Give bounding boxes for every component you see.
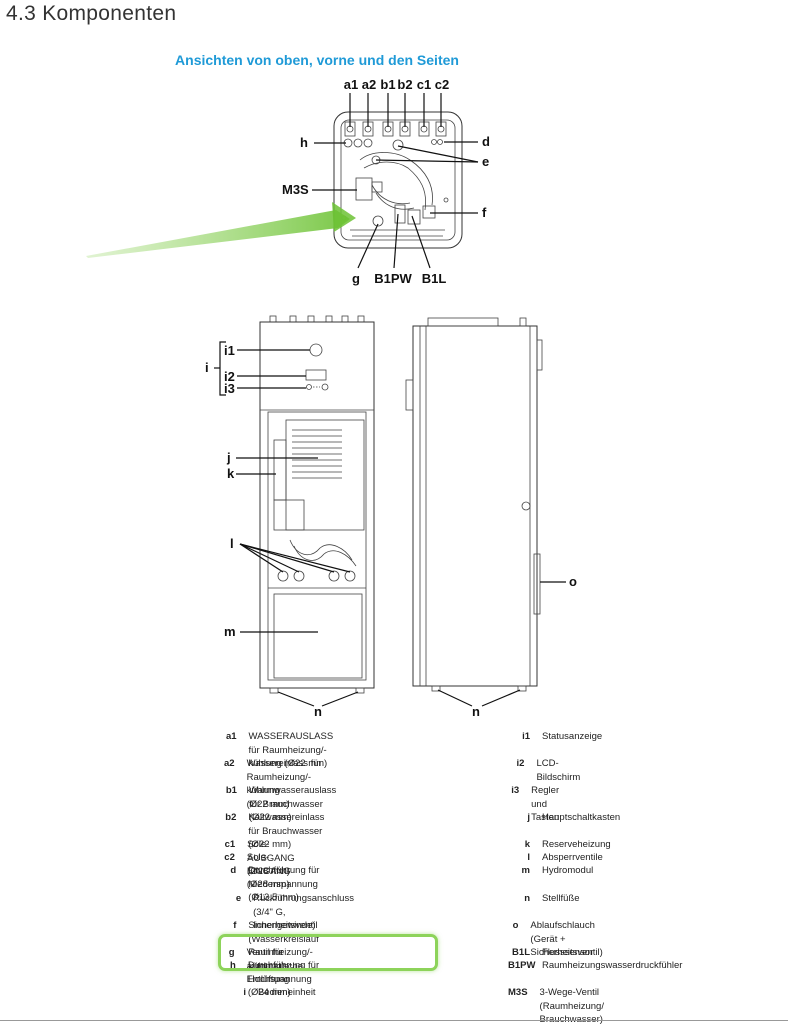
- legend-item: a1 WASSERAUSLASS für Raumheizung/- kühlu…: [225, 731, 334, 770]
- label-k: k: [227, 466, 235, 481]
- front-view-drawing: [259, 315, 375, 694]
- legend-item: c1 Sole-AUSGANG (Ø28 mm): [224, 839, 295, 878]
- figure-subheading: Ansichten von oben, vorne und den Seiten: [175, 52, 459, 68]
- label-a1: a1: [344, 77, 358, 92]
- label-a2: a2: [362, 77, 376, 92]
- legend-item: k Reserveheizung: [524, 839, 611, 850]
- label-m3s: M3S: [282, 182, 309, 197]
- label-l: l: [230, 536, 234, 551]
- label-g: g: [352, 271, 360, 286]
- legend-item: a2 Wassereinlass für Raumheizung/-kühlun…: [224, 758, 322, 810]
- legend-item: b2 Kaltwassereinlass für Brauchwasser (Ø…: [225, 812, 325, 851]
- label-i1: i1: [224, 343, 235, 358]
- legend-item: i Bedieneinheit: [243, 987, 316, 998]
- label-m: m: [224, 624, 236, 639]
- legend-item: i3 Regler und Tasten: [511, 785, 560, 824]
- highlight-arrow-head: [332, 202, 356, 232]
- legend-item: M3S 3-Wege-Ventil (Raumheizung/ Brauchwa…: [508, 987, 604, 1026]
- legend-item: h Durchführung für Hochspannung (Ø24 mm): [230, 960, 320, 999]
- label-b2: b2: [397, 77, 412, 92]
- label-e: e: [482, 154, 489, 169]
- legend-item: f Sicherheitsventil (Wasserkreislauf Rau…: [233, 920, 319, 972]
- highlight-arrow: [86, 210, 350, 258]
- legend-item: d Durchführung für Niederspannung (Ø13,5…: [230, 865, 320, 904]
- label-c2: c2: [435, 77, 449, 92]
- legend-item: i1 Statusanzeige: [522, 731, 603, 742]
- section-heading: 4.3 Komponenten: [6, 2, 177, 25]
- side-view-drawing: [405, 317, 543, 692]
- component-diagram: a1 a2 b1 b2 c1 c2 h d e M3S f g B1PW B1L: [86, 77, 577, 719]
- label-n-front: n: [314, 704, 322, 719]
- legend-item: m Hydromodul: [521, 865, 594, 876]
- label-b1pw: B1PW: [374, 271, 412, 286]
- legend-item: n Stellfüße: [524, 893, 580, 904]
- label-b1l: B1L: [422, 271, 447, 286]
- legend-item: c2 Sole-EINGANG (Ø28 mm): [224, 852, 291, 891]
- highlight-box: [218, 934, 438, 971]
- label-n-side: n: [472, 704, 480, 719]
- legend-item: o Ablaufschlauch (Gerät + Sicherheitsven…: [512, 920, 603, 959]
- label-h: h: [300, 135, 308, 150]
- legend-item-highlighted: g Ventil für automatische Entlüftung: [228, 947, 304, 986]
- label-i2: i2: [224, 369, 235, 384]
- legend-item: B1L Flusssensor: [512, 947, 594, 958]
- top-view-drawing: [333, 111, 463, 249]
- label-i: i: [205, 360, 209, 375]
- bottom-divider: [0, 1020, 788, 1021]
- label-i3: i3: [224, 381, 235, 396]
- label-c1: c1: [417, 77, 431, 92]
- label-f: f: [482, 205, 487, 220]
- legend-item: B1PW Raumheizungswasserdruckfühler: [508, 960, 683, 971]
- legend-item: j Hauptschaltkasten: [527, 812, 621, 823]
- label-o: o: [569, 574, 577, 589]
- label-b1: b1: [380, 77, 395, 92]
- legend-item: l Absperrventile: [527, 852, 603, 863]
- legend-item: i2 LCD-Bildschirm: [516, 758, 581, 783]
- label-d: d: [482, 134, 490, 149]
- legend-item: e Rückführungsanschluss (3/4" G, Innenge…: [235, 893, 354, 932]
- label-j: j: [226, 450, 231, 465]
- legend-item: b1 Warmwasserauslass für Brauchwasser (Ø…: [225, 785, 337, 824]
